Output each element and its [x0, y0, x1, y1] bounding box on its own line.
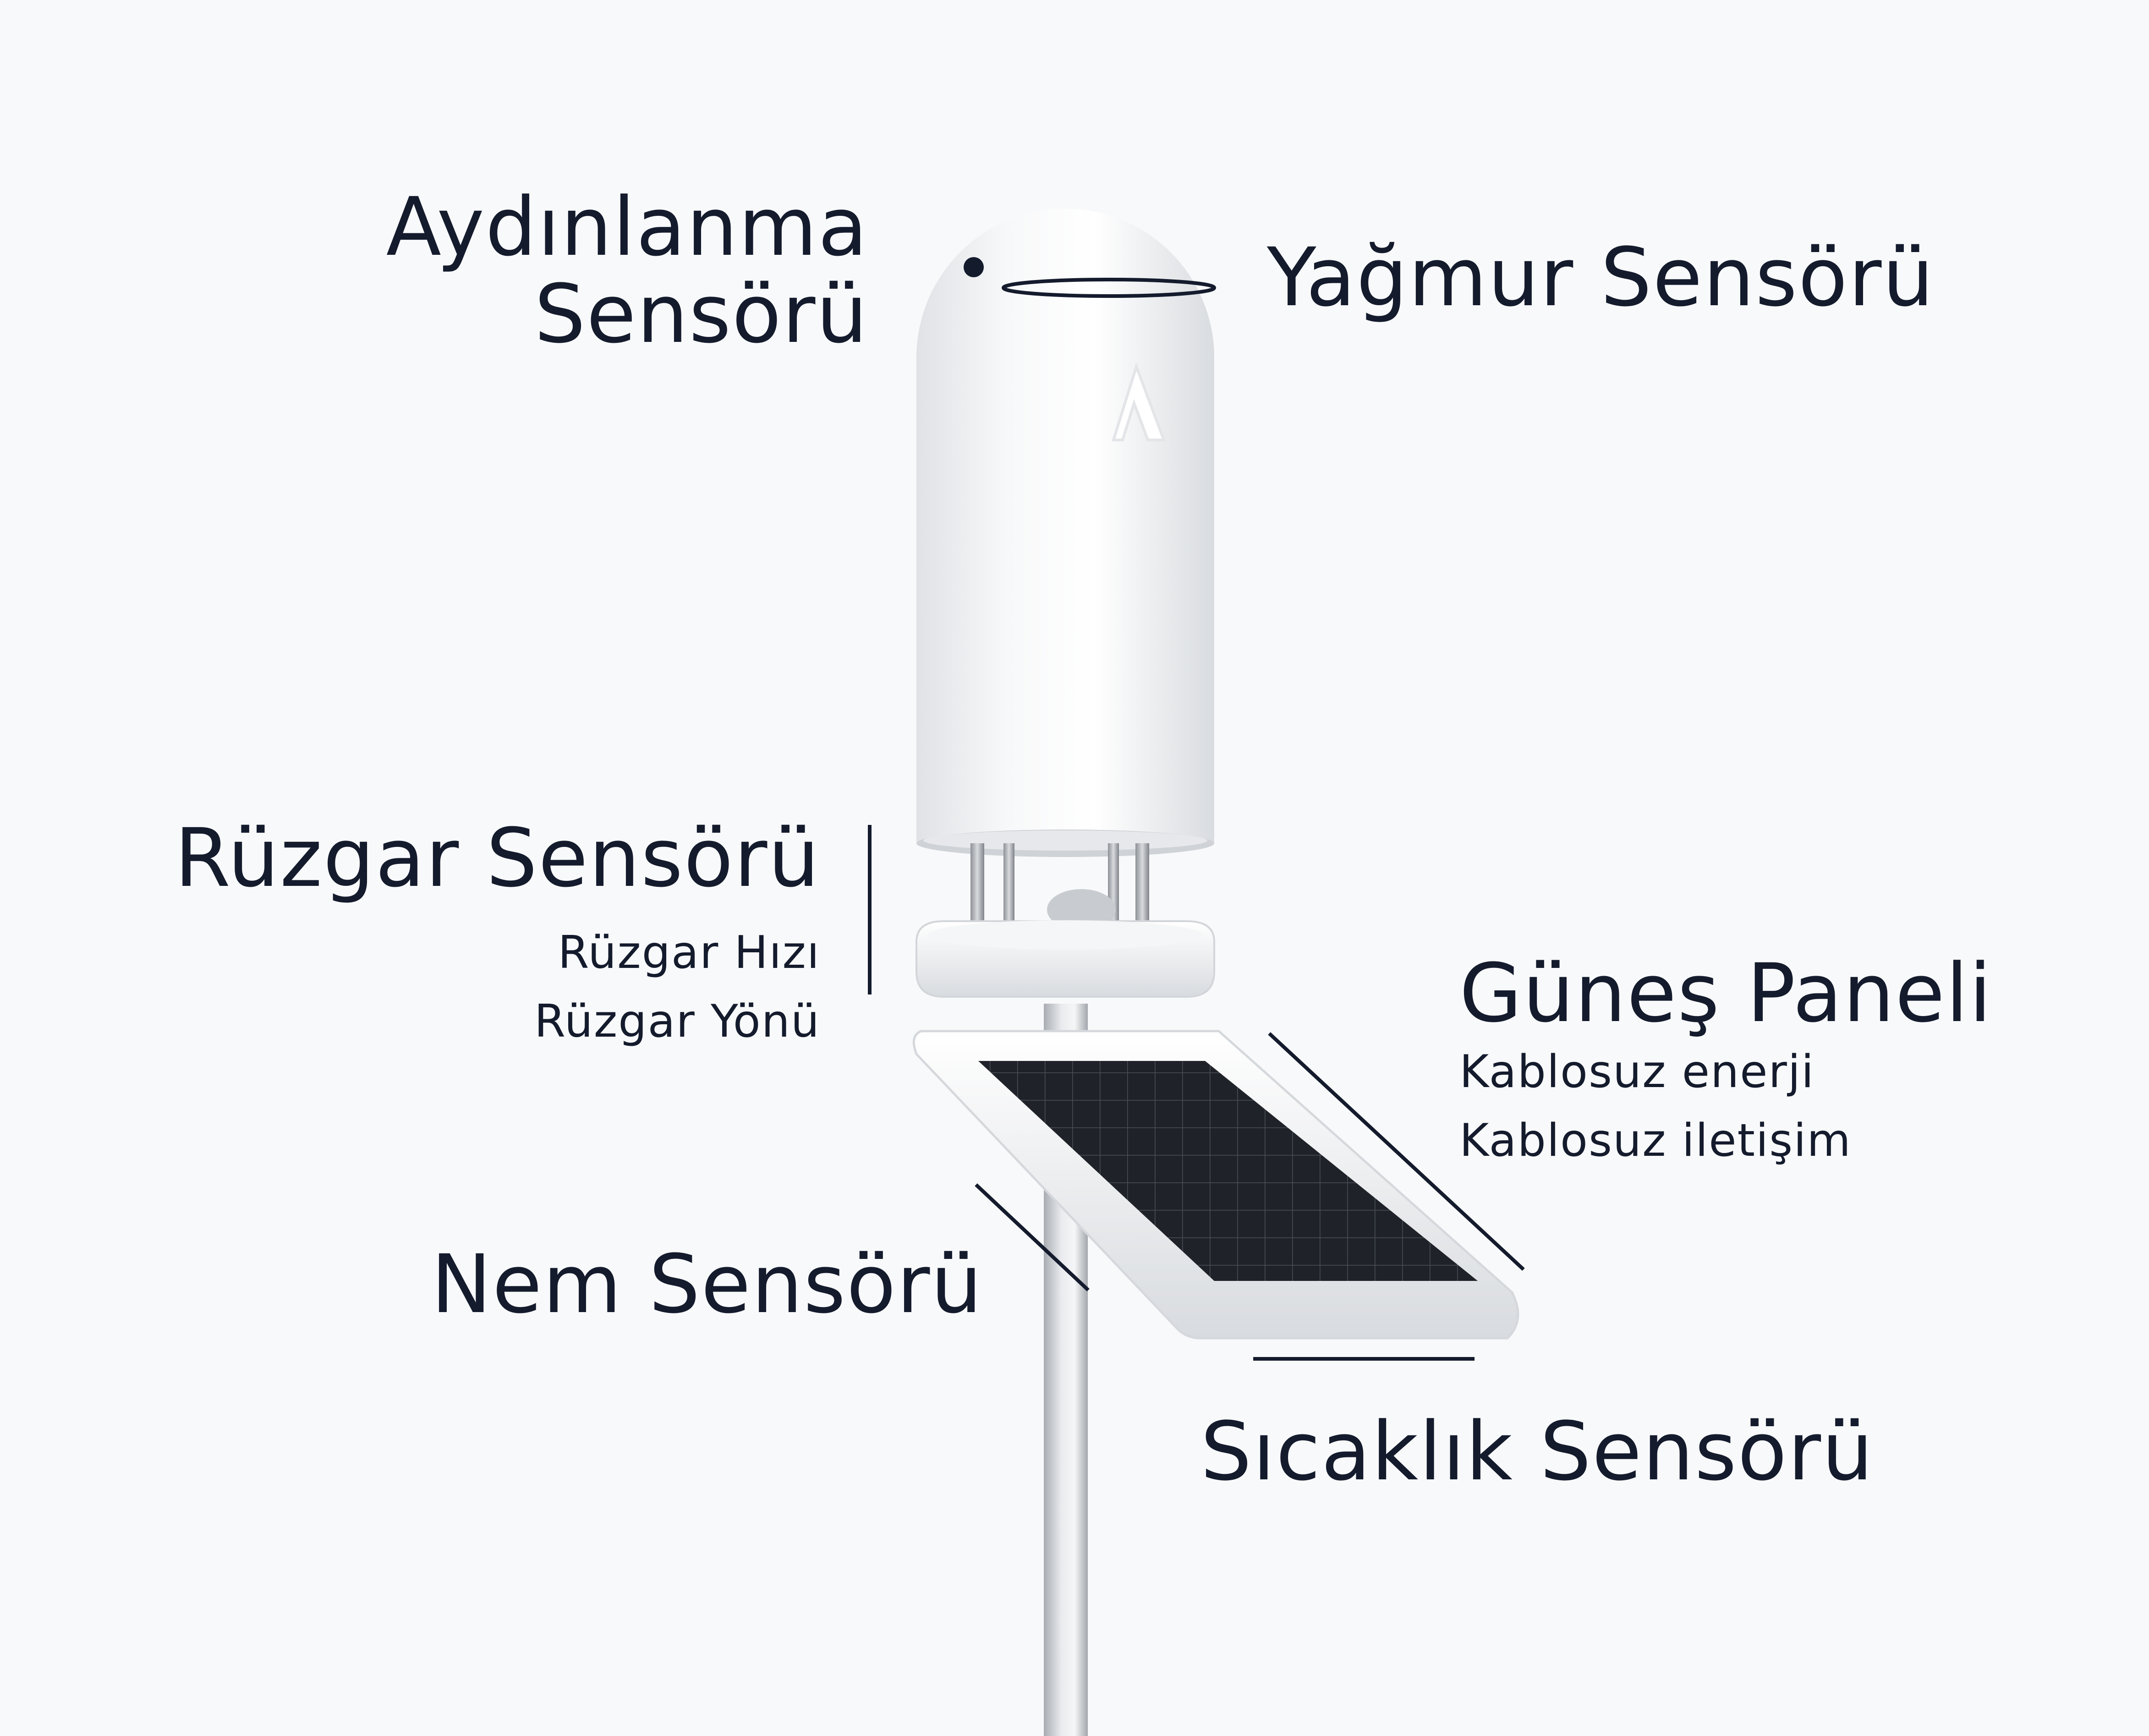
solar-cells — [978, 1061, 1478, 1281]
rain-sensor-ring — [1002, 278, 1216, 298]
solar-panel-leader-line — [1268, 1032, 1525, 1271]
humidity-sensor-leader-line — [975, 1183, 1090, 1291]
temperature-sensor-label: Sıcaklık Sensörü — [1201, 1405, 1874, 1499]
light-sensor-dot — [964, 257, 984, 277]
humidity-sensor-label: Nem Sensörü — [431, 1237, 983, 1331]
wind-sensor-core — [1047, 889, 1116, 930]
light-sensor-label-line2: Sensörü — [534, 267, 868, 361]
wind-speed-label: Rüzgar Hızı — [558, 927, 820, 979]
wireless-energy-label: Kablosuz enerji — [1459, 1046, 1815, 1098]
solar-panel-label: Güneş Paneli — [1459, 946, 1993, 1040]
wind-sensor-label: Rüzgar Sensörü — [174, 811, 820, 905]
sensor-housing — [916, 209, 1214, 844]
wind-direction-label: Rüzgar Yönü — [534, 995, 820, 1048]
rain-sensor-label: Yağmur Sensörü — [1267, 231, 1935, 324]
light-sensor-label-line1: Aydınlanma — [386, 180, 868, 274]
wireless-communication-label: Kablosuz iletişim — [1459, 1115, 1852, 1167]
brand-logo-icon — [1111, 362, 1166, 441]
